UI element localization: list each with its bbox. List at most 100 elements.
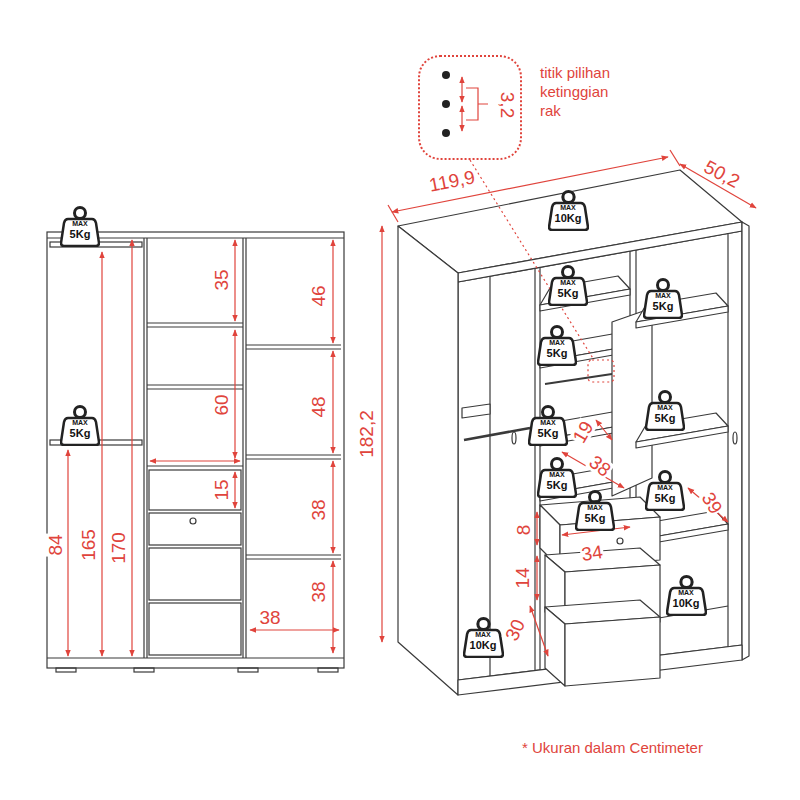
weight-ring: [590, 492, 601, 503]
weight-limit-badge: MAX5Kg: [60, 404, 100, 446]
weight-value: 5Kg: [548, 287, 588, 299]
dimension-value: 46: [309, 284, 328, 307]
max-label: MAX: [463, 631, 504, 639]
weight-limit-badge: MAX5Kg: [537, 456, 577, 498]
weight-ring: [680, 577, 691, 588]
wardrobe-perspective: [458, 231, 742, 680]
front-view: [246, 348, 341, 349]
dimension-lines: [536, 556, 537, 600]
weight-limit-badge: MAX5Kg: [645, 389, 685, 431]
front-view: [147, 465, 243, 466]
dimension-lines: [234, 330, 235, 458]
dimension-lines: [332, 561, 333, 653]
front-view: [147, 326, 243, 327]
front-view: [318, 668, 338, 672]
dimension-lines: [688, 488, 728, 522]
front-view: [147, 388, 243, 389]
wardrobe-perspective: [464, 428, 530, 440]
front-view: [47, 232, 344, 668]
weight-body: [576, 503, 614, 530]
weight-value: 5Kg: [643, 300, 683, 312]
front-view: [238, 668, 258, 672]
front-view: [246, 554, 341, 555]
dimension-value: 35: [212, 268, 231, 291]
weight-body: [538, 338, 576, 365]
weight-ring: [75, 407, 86, 418]
weight-value: 5Kg: [537, 347, 577, 359]
badge-text: MAX5Kg: [548, 264, 588, 299]
weight-value: 5Kg: [645, 492, 685, 504]
front-view: [246, 344, 341, 345]
dimension-lines: [332, 240, 333, 343]
wardrobe-perspective: [458, 222, 742, 282]
max-label: MAX: [60, 220, 100, 228]
weight-limit-badge: MAX10Kg: [548, 189, 589, 231]
badge-text: MAX5Kg: [537, 324, 577, 359]
dimension-lines: [388, 205, 398, 222]
weight-value: 5Kg: [60, 228, 100, 240]
dimension-lines: [250, 629, 339, 630]
dimension-value: 119,9: [427, 167, 478, 195]
dimension-value: 8: [514, 524, 533, 537]
front-view: [47, 232, 344, 672]
wardrobe-perspective: [398, 226, 458, 695]
dimension-lines: [536, 512, 537, 545]
dimension-lines: [382, 150, 756, 656]
dimension-lines: [332, 351, 333, 453]
max-label: MAX: [60, 419, 100, 427]
callout-note: titik pilihan ketinggian rak: [540, 64, 618, 120]
dimension-lines: [234, 240, 235, 321]
dimension-value: 170: [109, 531, 128, 565]
weight-ring: [660, 392, 671, 403]
max-label: MAX: [666, 589, 707, 597]
max-label: MAX: [537, 471, 577, 479]
weight-value: 5Kg: [60, 427, 100, 439]
weight-body: [61, 418, 99, 445]
dimension-lines: [67, 450, 68, 656]
dimension-lines: [392, 157, 668, 212]
max-label: MAX: [548, 279, 588, 287]
dimension-lines: [670, 150, 680, 166]
wardrobe-perspective: [540, 276, 630, 305]
shelf-height-callout: [442, 71, 450, 79]
front-view: [242, 238, 243, 658]
weight-ring: [552, 459, 563, 470]
front-view: [246, 458, 341, 459]
front-view: [134, 668, 154, 672]
badge-text: MAX5Kg: [60, 404, 100, 439]
max-label: MAX: [537, 339, 577, 347]
shelf-height-callout: [442, 100, 450, 108]
badge-text: MAX5Kg: [575, 489, 615, 524]
wardrobe-perspective: [565, 617, 660, 686]
dimension-lines: [234, 472, 235, 508]
callout-leader: [462, 77, 614, 382]
dimension-value: 38: [309, 580, 328, 603]
front-view: [149, 513, 241, 545]
wardrobe-perspective: [612, 308, 652, 496]
max-label: MAX: [575, 504, 615, 512]
detail-callout: 3,2: [418, 55, 522, 160]
dimension-value: 34: [579, 542, 605, 564]
weight-ring: [477, 619, 488, 630]
dimension-value: 48: [309, 395, 328, 418]
weight-limit-badge: MAX5Kg: [548, 264, 588, 306]
dimension-value: 50,2: [700, 156, 743, 191]
weight-limit-badge: MAX5Kg: [575, 489, 615, 531]
front-view: [149, 470, 241, 510]
weight-body: [529, 418, 567, 445]
callout-leader: [466, 88, 488, 120]
dimension-lines: [68, 240, 339, 656]
weight-body: [646, 403, 684, 430]
weight-limit-badge: MAX5Kg: [643, 277, 683, 319]
front-view: [47, 657, 344, 658]
weight-ring: [563, 267, 574, 278]
front-view: [246, 558, 341, 559]
wardrobe-perspective: [545, 374, 612, 384]
wardrobe-perspective: [489, 276, 490, 676]
dimension-lines: [131, 240, 132, 656]
max-label: MAX: [643, 292, 683, 300]
front-view: [147, 384, 243, 385]
weight-body: [61, 219, 99, 246]
wardrobe-perspective: [462, 404, 490, 418]
callout-leader: [470, 160, 594, 360]
